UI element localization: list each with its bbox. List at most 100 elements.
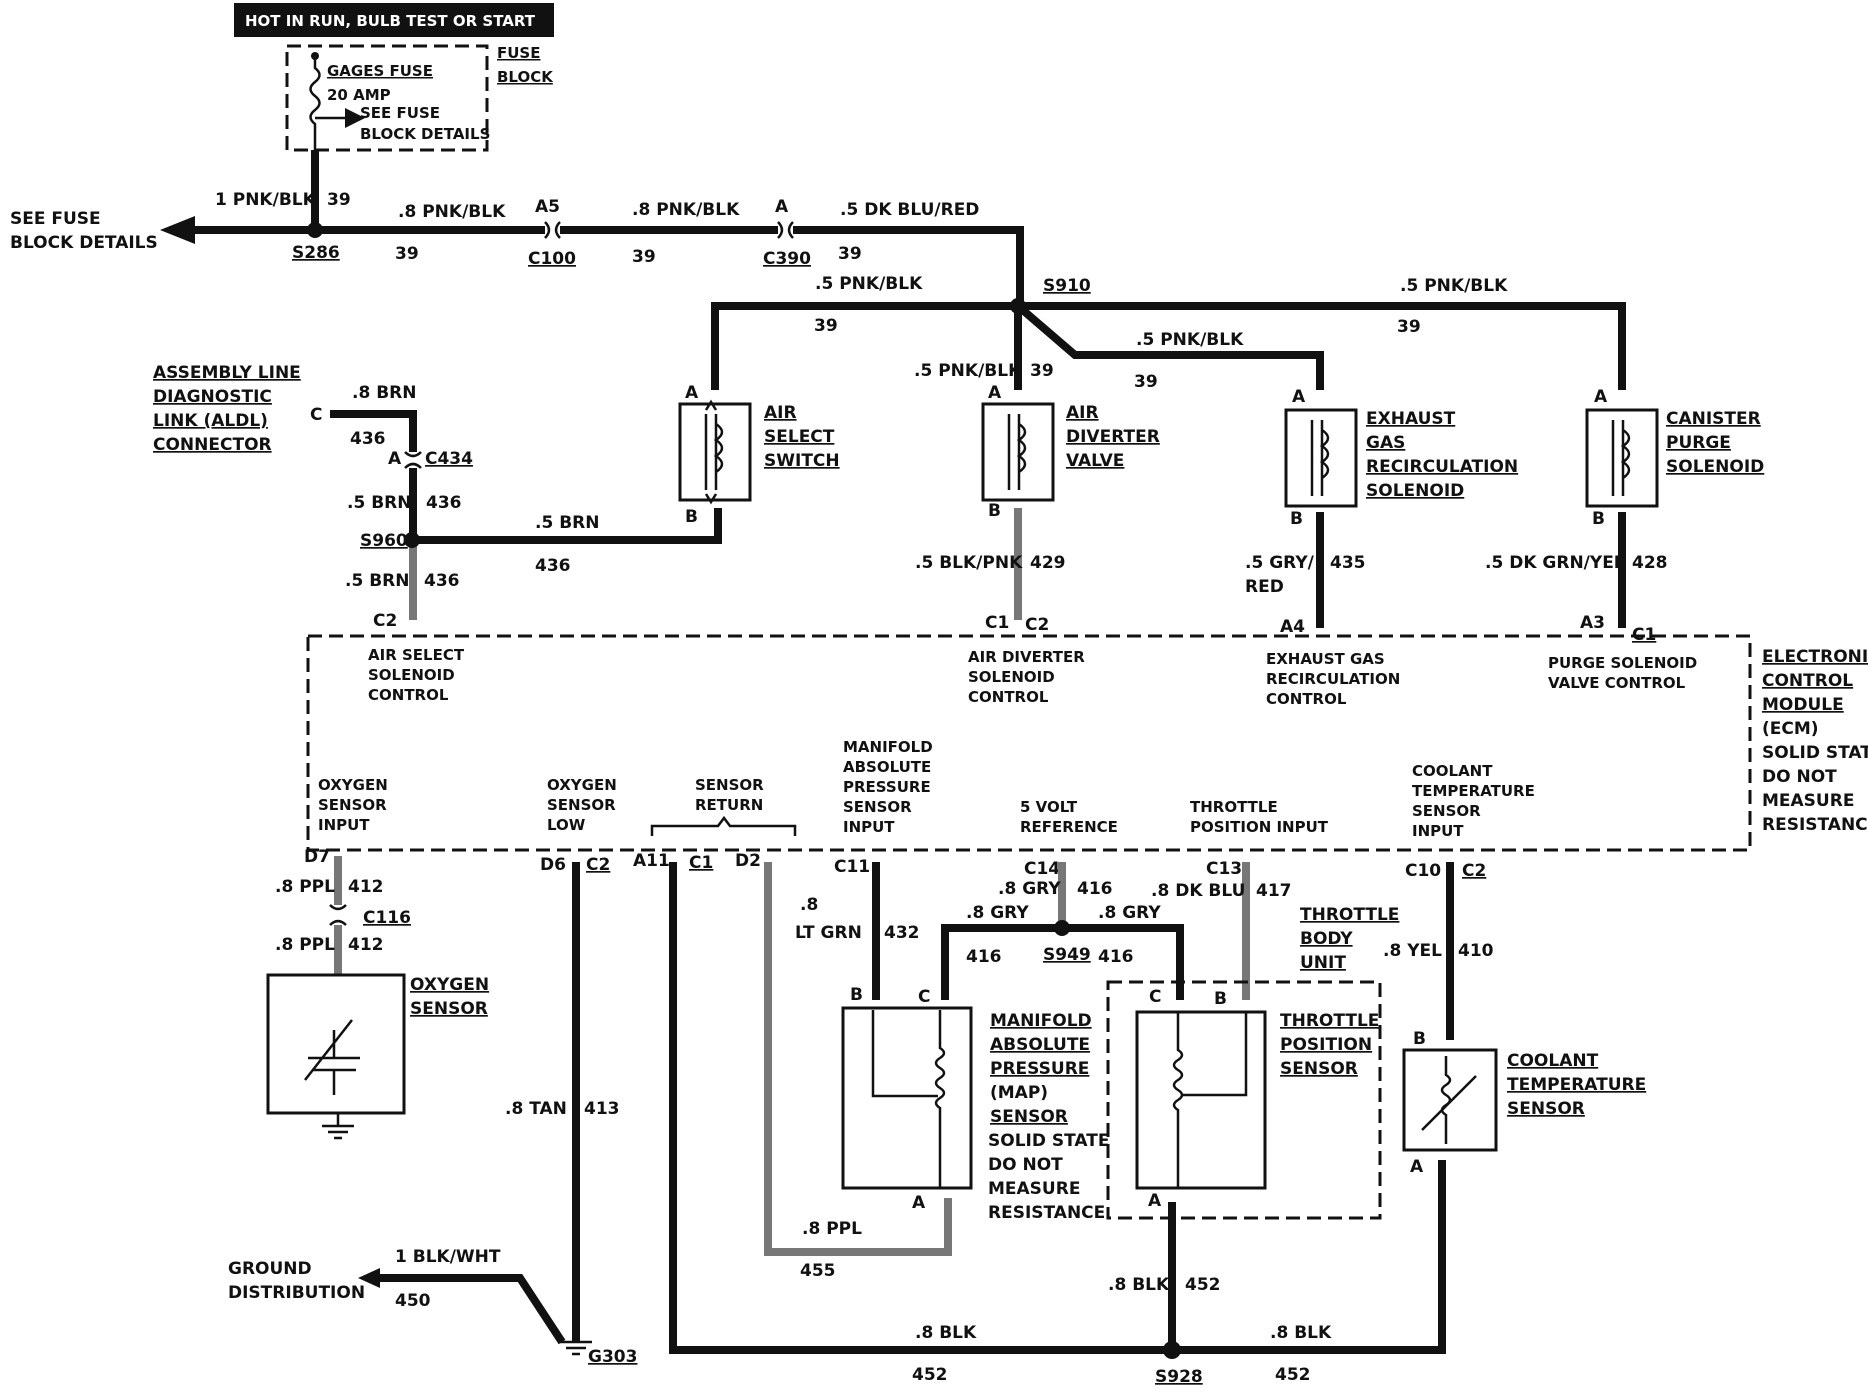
diagram-label: .8 BLK xyxy=(1270,1323,1332,1343)
diagram-label: A xyxy=(1594,387,1608,407)
diagram-label: DO NOT xyxy=(1762,767,1837,787)
diagram-label: D2 xyxy=(735,851,761,871)
diagram-label: 416 xyxy=(966,947,1002,967)
diagram-label: .8 BLK xyxy=(915,1323,977,1343)
fuse-icon xyxy=(309,56,321,150)
diagram-label: C xyxy=(918,987,930,1007)
diagram-label: BLOCK xyxy=(497,68,554,86)
diagram-label: C2 xyxy=(373,611,397,631)
diagram-label: 429 xyxy=(1030,553,1066,573)
diagram-label: VALVE xyxy=(1066,451,1124,471)
fuse-block: GAGES FUSE 20 AMP SEE FUSE BLOCK DETAILS… xyxy=(285,44,554,152)
splice-s928 xyxy=(1163,1341,1181,1359)
diagram-label: B xyxy=(685,507,698,527)
diagram-label: DIVERTER xyxy=(1066,427,1160,447)
diagram-label: S960 xyxy=(360,531,408,551)
diagram-label: C100 xyxy=(528,249,576,269)
diagram-label: .8 PNK/BLK xyxy=(632,200,740,220)
diagram-label: MODULE xyxy=(1762,695,1844,715)
diagram-label: S928 xyxy=(1155,1367,1203,1387)
diagram-label: CANISTER xyxy=(1666,409,1761,429)
diagram-label: .8 xyxy=(800,895,818,915)
diagram-label: A xyxy=(1410,1157,1424,1177)
diagram-label: THROTTLE xyxy=(1280,1011,1379,1031)
diagram-label: GAGES FUSE xyxy=(327,62,433,80)
diagram-label: 436 xyxy=(426,493,462,513)
diagram-label: B xyxy=(1413,1029,1426,1049)
throttle-body-unit: C B A THROTTLE BODY UNIT THROTTLE POSITI… xyxy=(1106,905,1399,1220)
diagram-label: .5 GRY/ xyxy=(1245,553,1315,573)
diagram-label: SWITCH xyxy=(764,451,840,471)
diagram-label: .5 DK BLU/RED xyxy=(840,200,979,220)
diagram-label: 452 xyxy=(912,1365,948,1385)
diagram-label: C2 xyxy=(1462,861,1486,881)
aldl-connector: ASSEMBLY LINE DIAGNOSTIC LINK (ALDL) CON… xyxy=(153,363,322,455)
diagram-label: PURGE xyxy=(1666,433,1731,453)
diagram-label: GROUND xyxy=(228,1259,312,1279)
diagram-label: LOW xyxy=(547,816,586,834)
diagram-label: .8 PNK/BLK xyxy=(398,202,506,222)
diagram-label: .8 GRY xyxy=(998,879,1061,899)
banner-text: HOT IN RUN, BULB TEST OR START xyxy=(245,12,536,30)
diagram-label: 20 AMP xyxy=(327,86,391,104)
diagram-label: 1 BLK/WHT xyxy=(395,1247,501,1267)
diagram-label: EXHAUST xyxy=(1366,409,1456,429)
diagram-label: TEMPERATURE xyxy=(1507,1075,1646,1095)
diagram-label: 436 xyxy=(535,556,571,576)
diagram-label: A xyxy=(988,383,1002,403)
diagram-label: SOLENOID xyxy=(368,666,455,684)
diagram-label: MANIFOLD xyxy=(990,1011,1092,1031)
diagram-label: SENSOR xyxy=(990,1107,1068,1127)
diagram-label: 39 xyxy=(1397,317,1421,337)
diagram-label: A11 xyxy=(633,851,670,871)
diagram-label: 5 VOLT xyxy=(1020,798,1078,816)
diagram-label: 452 xyxy=(1185,1275,1221,1295)
diagram-label: SOLID STATE xyxy=(1762,743,1868,763)
diagram-label: CONTROL xyxy=(1266,690,1347,708)
diagram-label: SOLENOID xyxy=(1366,481,1464,501)
diagram-label: 1 PNK/BLK xyxy=(215,190,317,210)
diagram-label: AIR xyxy=(764,403,797,423)
diagram-label: C11 xyxy=(834,857,870,877)
diagram-label: .8 GRY xyxy=(966,903,1029,923)
diagram-label: 410 xyxy=(1458,941,1494,961)
diagram-label: 39 xyxy=(395,244,419,264)
diagram-label: C390 xyxy=(763,249,811,269)
diagram-label: .5 PNK/BLK xyxy=(914,361,1022,381)
power-banner: HOT IN RUN, BULB TEST OR START xyxy=(234,3,554,37)
diagram-label: SENSOR xyxy=(695,776,764,794)
oxygen-sensor: OXYGEN SENSOR xyxy=(266,973,489,1140)
diagram-label: S910 xyxy=(1043,276,1091,296)
diagram-label: A xyxy=(1148,1191,1162,1211)
ground-distribution-wire xyxy=(376,1274,566,1345)
diagram-label: REFERENCE xyxy=(1020,818,1118,836)
diagram-label: DIAGNOSTIC xyxy=(153,387,272,407)
splice-s286 xyxy=(307,222,323,238)
diagram-label: A xyxy=(912,1193,926,1213)
map-sensor: B C A MANIFOLD ABSOLUTE PRESSURE (MAP) S… xyxy=(841,985,1109,1223)
diagram-label: (MAP) xyxy=(990,1083,1048,1103)
diagram-label: DO NOT xyxy=(988,1155,1063,1175)
diagram-label: CONTROL xyxy=(1762,671,1853,691)
diagram-label: MEASURE xyxy=(988,1179,1080,1199)
diagram-label: BODY xyxy=(1300,929,1353,949)
diagram-label: RESISTANCE xyxy=(988,1203,1105,1223)
diagram-label: .5 DK GRN/YEL xyxy=(1485,553,1625,573)
diagram-label: TEMPERATURE xyxy=(1412,782,1535,800)
diagram-label: 412 xyxy=(348,877,384,897)
diagram-label: C1 xyxy=(1632,625,1656,645)
diagram-label: SENSOR xyxy=(318,796,387,814)
diagram-label: .8 PPL xyxy=(275,877,335,897)
diagram-label: C xyxy=(310,405,322,425)
diagram-label: SOLID STATE xyxy=(988,1131,1109,1151)
diagram-label: S286 xyxy=(292,243,340,263)
diagram-label: 413 xyxy=(584,1099,620,1119)
diagram-label: .8 YEL xyxy=(1383,941,1442,961)
diagram-label: DISTRIBUTION xyxy=(228,1283,365,1303)
diagram-label: 455 xyxy=(800,1261,836,1281)
diagram-label: SENSOR xyxy=(1412,802,1481,820)
diagram-label: C13 xyxy=(1206,859,1242,879)
diagram-label: G303 xyxy=(588,1347,637,1367)
diagram-label: S949 xyxy=(1043,945,1091,965)
